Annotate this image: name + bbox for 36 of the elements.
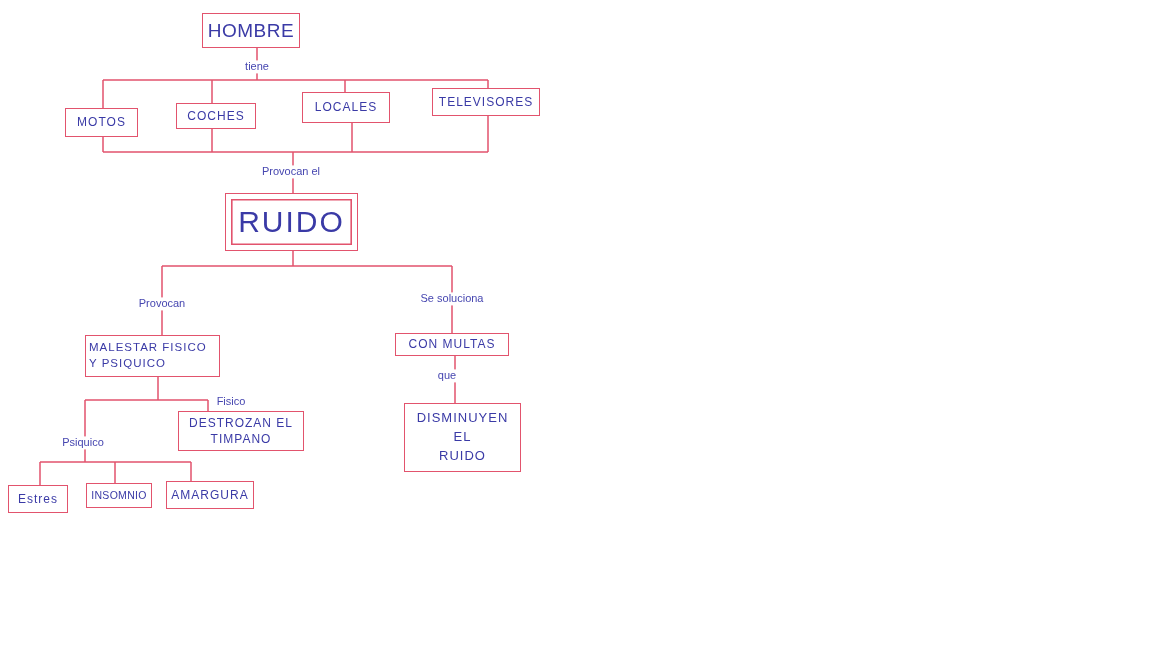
concept-box (178, 411, 304, 451)
concept-label: RUIDO (238, 203, 345, 240)
concept-box (86, 483, 152, 508)
concept-box (85, 335, 220, 377)
concept-label: MOTOS (77, 114, 126, 131)
connector-line (454, 355, 456, 404)
edge-label: Provocan (136, 297, 188, 311)
concept-box (395, 333, 509, 356)
concept-label: INSOMNIO (91, 488, 147, 503)
connector-line (102, 115, 489, 194)
concept-label: COCHES (187, 107, 245, 125)
concept-box (166, 481, 254, 509)
concept-box (432, 88, 540, 116)
edge-label: Provocan el (259, 165, 323, 179)
concept-label: MALESTAR FISICO Y PSIQUICO (89, 340, 208, 371)
concept-box (65, 108, 138, 137)
concept-label: HOMBRE (207, 18, 295, 43)
edge-label: Psiquico (60, 436, 106, 450)
concept-label: CON MULTAS (408, 336, 496, 353)
concept-box (8, 485, 68, 513)
concept-label: TELEVISORES (438, 93, 534, 111)
concept-label: AMARGURA (171, 486, 249, 504)
concept-box (176, 103, 256, 129)
connector-line (39, 376, 209, 486)
concept-label: LOCALES (314, 99, 378, 116)
edge-label: Se soluciona (418, 292, 486, 306)
concept-box (302, 92, 390, 123)
concept-label: DESTROZAN EL TIMPANO (188, 414, 294, 448)
connector-line (161, 250, 453, 336)
connector-line (102, 47, 489, 109)
concept-box (404, 403, 521, 472)
concept-label: DISMINUYEN EL RUIDO (415, 409, 510, 465)
edge-label: que (435, 369, 459, 383)
concept-label: Estres (18, 490, 58, 508)
concept-box (225, 193, 358, 251)
edge-label: tiene (243, 60, 271, 74)
